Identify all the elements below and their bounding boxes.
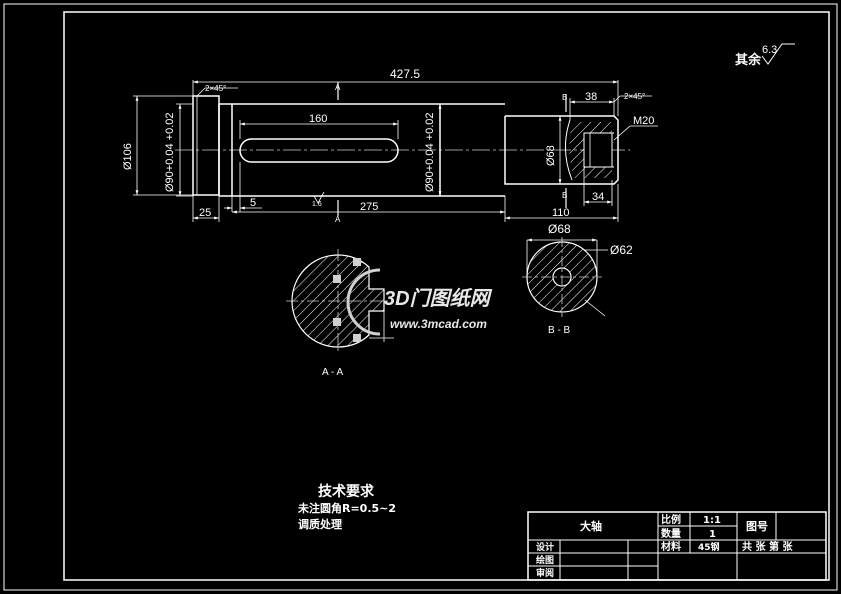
dim-5: 5: [250, 197, 256, 209]
dim-key-length: 160: [309, 113, 327, 125]
dim-roughness-16: 1.6: [312, 201, 322, 208]
inner-frame: [63, 11, 830, 581]
part-name: 大轴: [580, 519, 602, 533]
section-mark-a-bottom: A: [335, 215, 341, 224]
dim-thread: M20: [633, 115, 654, 127]
drawing-no-label: 图号: [746, 520, 768, 533]
dim-d106: Ø106: [122, 143, 134, 170]
drafter-label: 绘图: [536, 554, 554, 566]
section-mark-a-top: A: [335, 83, 341, 92]
material-label: 材料: [661, 540, 681, 553]
gear-icon: [333, 258, 381, 342]
tech-req-title: 技术要求: [318, 483, 375, 500]
section-mark-b-top: B: [562, 93, 567, 102]
dim-38: 38: [585, 91, 597, 103]
sheets-text: 共 张 第 张: [742, 540, 793, 553]
title-block-text: 大轴 比例 1:1 数量 1 图号 材料 45钢 共 张 第 张 设计 绘图 审…: [536, 513, 793, 579]
section-bb: [522, 237, 608, 317]
dim-section-d62: Ø62: [610, 243, 633, 257]
roughness-symbol: 其余 6.3: [735, 43, 795, 68]
title-block: [527, 511, 827, 581]
shaft-main-view: [175, 95, 630, 197]
qty-value: 1: [709, 529, 716, 540]
shaft-section-d90: [218, 103, 505, 197]
designer-label: 设计: [536, 541, 554, 553]
material-value: 45钢: [698, 541, 720, 553]
dimension-lines: [133, 80, 658, 222]
qty-label: 数量: [661, 527, 681, 540]
section-label-bb: B - B: [548, 325, 571, 336]
reviewer-label: 审阅: [536, 567, 554, 579]
section-mark-b-bottom: B: [562, 191, 567, 200]
section-label-aa: A - A: [322, 367, 343, 378]
dim-d68: Ø68: [545, 145, 557, 166]
roughness-value: 6.3: [762, 44, 777, 56]
tech-requirements: 技术要求 未注圆角R=0.5~2 调质处理: [297, 483, 396, 531]
dim-left-chamfer: 2×45°: [205, 84, 226, 93]
watermark-brand: 3D门图纸网: [384, 287, 493, 310]
watermark-url: www.3mcad.com: [390, 317, 487, 331]
dim-d90-right: Ø90+0.04 +0.02: [424, 112, 436, 192]
dim-section-d68: Ø68: [548, 222, 571, 236]
outer-frame: [3, 3, 838, 591]
tech-req-item-2: 调质处理: [298, 517, 342, 531]
dim-overall-length: 427.5: [390, 67, 420, 81]
watermark: 3D门图纸网 www.3mcad.com: [333, 258, 493, 342]
dim-d90-left: Ø90+0.04 +0.02: [164, 112, 176, 192]
dim-34: 34: [592, 191, 604, 203]
scale-label: 比例: [661, 513, 681, 526]
tech-req-item-1: 未注圆角R=0.5~2: [297, 501, 396, 515]
dim-25: 25: [199, 207, 211, 219]
roughness-label: 其余: [735, 52, 762, 68]
scale-value: 1:1: [703, 515, 721, 526]
keyway: [239, 138, 399, 163]
dim-275: 275: [360, 201, 378, 213]
dimension-texts: 427.5 2×45° 2×45° 38 160 M20 Ø106 Ø90+0.…: [122, 67, 654, 224]
dim-right-chamfer: 2×45°: [624, 92, 645, 101]
dim-110: 110: [552, 207, 570, 219]
section-aa: [286, 249, 394, 354]
